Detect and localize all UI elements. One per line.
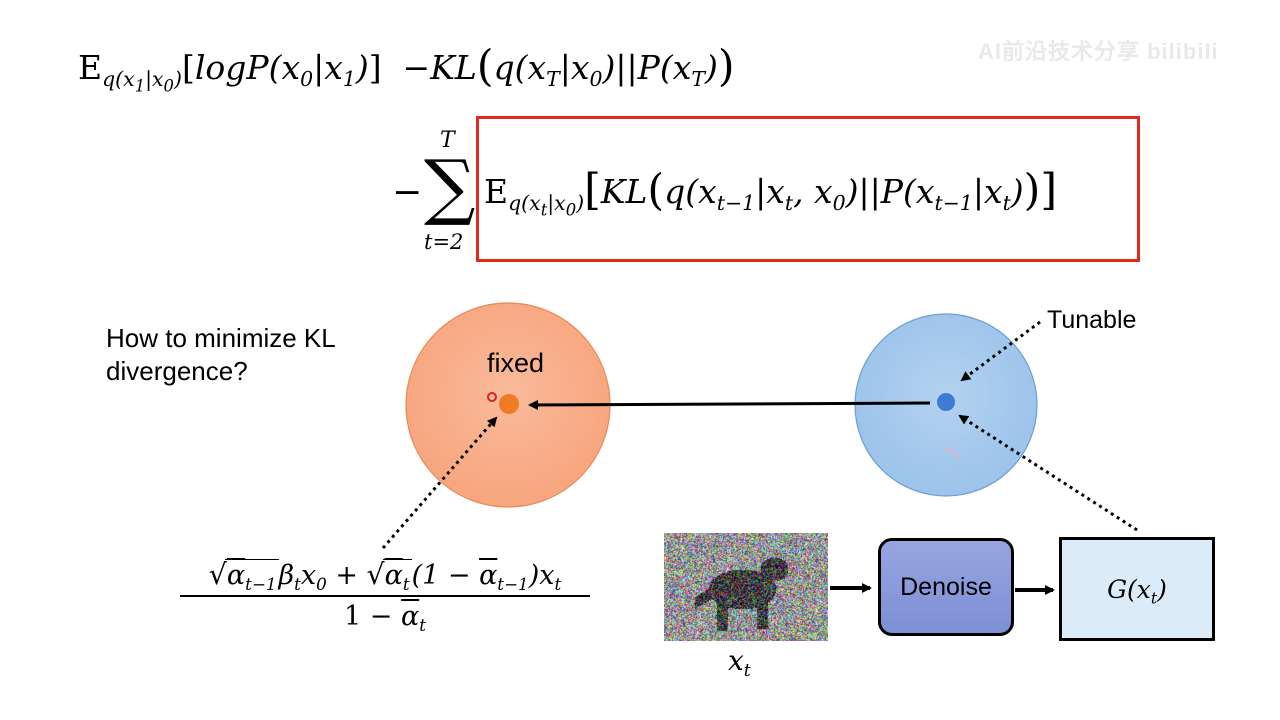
tunable-pointer-arrow	[960, 320, 1041, 382]
g-output-block: G(xt)	[1059, 537, 1215, 641]
xt-label: xt	[728, 644, 751, 682]
equation-line-2: Eq(xt|x0)[KL(q(xt−1|xt, x0)||P(xt−1|xt))…	[484, 165, 1058, 220]
posterior-mean-fraction: √αt−1βtx0 + √αt(1 − αt−1)xt 1 − αt	[180, 558, 590, 635]
highlight-box	[476, 116, 1140, 262]
sigma-symbol: ∑	[424, 144, 476, 228]
noise-canvas	[664, 533, 828, 641]
question-text: How to minimize KL divergence?	[106, 323, 335, 386]
denoise-block: Denoise	[878, 538, 1014, 636]
fraction-denominator: 1 − αt	[344, 601, 426, 635]
match-arrow	[528, 399, 931, 410]
equation-line-1: Eq(x1|x0)[logP(x0|x1)] −KL(q(xT|x0)||P(x…	[78, 41, 735, 96]
watermark: AI前沿技术分享 bilibili	[978, 39, 1219, 64]
sum-minus: −	[392, 172, 423, 213]
denoise-label: Denoise	[900, 572, 992, 601]
g-label: G(xt)	[1107, 574, 1167, 607]
fraction-bar	[180, 595, 590, 597]
tunable-mean-dot	[937, 393, 955, 411]
g-output-arrow	[958, 414, 1138, 532]
fixed-mean-pointer-arrow	[381, 416, 498, 549]
expectation-symbol-2: E	[484, 172, 509, 211]
sum-lower-limit: t=2	[424, 230, 464, 254]
expectation-symbol-1: E	[78, 48, 103, 87]
tunable-label: Tunable	[1047, 306, 1137, 334]
fraction-numerator: √αt−1βtx0 + √αt(1 − αt−1)xt	[208, 558, 562, 594]
fixed-mean-dot	[499, 394, 519, 414]
sum-upper-limit: T	[440, 128, 455, 153]
cursor-marker	[487, 392, 497, 402]
faint-mark	[942, 448, 960, 461]
fixed-label: fixed	[487, 348, 545, 378]
noisy-cat-image	[664, 533, 828, 641]
